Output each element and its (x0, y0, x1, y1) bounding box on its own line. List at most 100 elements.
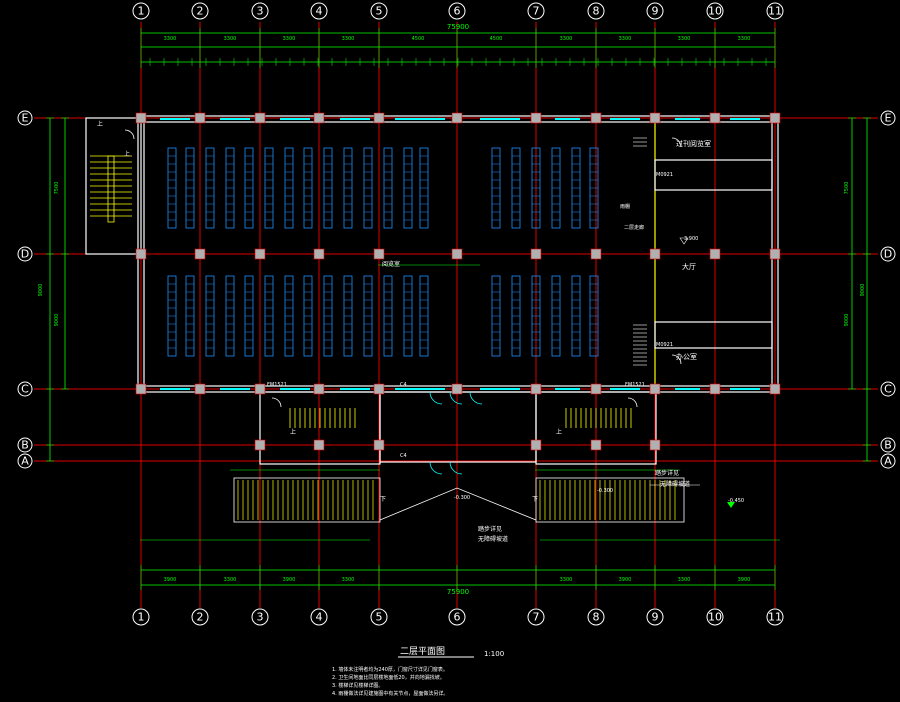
column-C3 (254, 383, 266, 395)
door-arc-3 (271, 397, 282, 408)
bay-dim-2: 3300 (224, 36, 237, 42)
door-swing-3 (429, 461, 443, 475)
grid-bubble-row-D-right (880, 246, 896, 262)
grid-bubble-col-9-bottom (646, 608, 664, 626)
grid-bubble-col-2-bottom (191, 608, 209, 626)
right-dim-mid: 9000 (844, 314, 850, 327)
bay-dim-b3: 3900 (283, 577, 296, 583)
column-E10 (709, 112, 721, 124)
porch-left-outline (233, 477, 381, 523)
grid-bubble-row-B-left (17, 437, 33, 453)
misc-details (124, 129, 735, 508)
grid-bubble-row-label: D (884, 248, 892, 261)
column-D6 (451, 248, 463, 260)
column-C5 (373, 383, 385, 395)
bay-dim-b4: 3300 (342, 577, 355, 583)
column-E7 (530, 112, 542, 124)
grid-bubble-row-A-right (880, 453, 896, 469)
column-B-0 (254, 439, 266, 451)
ramp-note-1: 踏步详见 (478, 525, 502, 533)
grid-bubble-col-8-bottom (587, 608, 605, 626)
office-label: 办公室 (676, 352, 697, 361)
grid-bubble-col-5-bottom (370, 608, 388, 626)
left-stair-enclosure (85, 117, 142, 255)
grid-bubble-col-label: 7 (533, 611, 540, 624)
door-m-bottom: M0921 (656, 342, 673, 348)
column-C9 (649, 383, 661, 395)
grid-bubble-col-label: 2 (197, 611, 204, 624)
bay-dim-7: 3300 (560, 36, 573, 42)
ramp-note-right-2: 无障碍坡道 (660, 480, 690, 488)
bay-dim-10: 3300 (738, 36, 751, 42)
door-arc-4 (627, 397, 638, 408)
bay-dim-b10: 3900 (738, 577, 751, 583)
column-E1 (135, 112, 147, 124)
ramp-note-right-1: 踏步详见 (655, 469, 679, 477)
porch-right-outline (535, 477, 685, 523)
column-D3 (254, 248, 266, 260)
column-E2 (194, 112, 206, 124)
door-swing-4 (449, 461, 463, 475)
window-c4-label: C4 (400, 382, 407, 388)
stairs (90, 137, 685, 523)
column-B-3 (530, 439, 542, 451)
bay-dim-4: 3300 (342, 36, 355, 42)
door-swing-0 (429, 391, 443, 405)
reading-room-label: 阅览室 (382, 260, 400, 268)
entry-ramp (379, 487, 537, 521)
grid-bubble-col-label: 6 (454, 611, 461, 624)
grid-bubble-col-1-bottom (132, 608, 150, 626)
column-E9 (649, 112, 661, 124)
grid-bubble-row-label: C (21, 383, 29, 396)
grid-bubble-row-C-right (880, 381, 896, 397)
stair-up-mid-left: 上 (290, 428, 296, 436)
grid-bubble-col-label: 2 (197, 5, 204, 18)
periodical-room-label: 过刊阅览室 (676, 139, 711, 148)
book-shelves (167, 147, 599, 357)
door-swing-2 (469, 391, 483, 405)
canopy-label: 雨棚 (620, 203, 630, 210)
elevation-step: -0.300 (597, 488, 613, 494)
grid-bubble-col-label: 1 (138, 611, 145, 624)
hall-label: 大厅 (682, 262, 696, 271)
column-B-5 (649, 439, 661, 451)
column-D2 (194, 248, 206, 260)
door-swing-1 (449, 391, 463, 405)
stair-up-left-2: 上 (97, 120, 103, 128)
grid-bubble-col-4-bottom (310, 608, 328, 626)
grid-bubble-col-label: 5 (376, 611, 383, 624)
stair-up-left: 上 (124, 150, 130, 158)
column-C4 (313, 383, 325, 395)
ramp-note-2: 无障碍坡道 (478, 535, 508, 543)
grid-bubble-col-label: 8 (593, 611, 600, 624)
left-dim-top: 7500 (54, 182, 60, 195)
elevation-ground: -0.450 (728, 498, 744, 504)
grid-bubble-col-label: 11 (768, 611, 782, 624)
grid-bubble-col-11-bottom (766, 608, 784, 626)
grid-bubble-row-label: A (884, 455, 892, 468)
column-D10 (709, 248, 721, 260)
elevation-mark: 3.900 (684, 236, 698, 242)
column-D11 (769, 248, 781, 260)
bay-dim-6: 4500 (490, 36, 503, 42)
grid-bubble-row-D-left (17, 246, 33, 262)
bay-dim-b7: 3300 (560, 577, 573, 583)
grid-bubble-row-label: C (884, 383, 892, 396)
column-C10 (709, 383, 721, 395)
column-C2 (194, 383, 206, 395)
door-fm-left: FM1521 (267, 382, 287, 388)
bay-dim-b8: 3900 (619, 577, 632, 583)
column-C1 (135, 383, 147, 395)
bay-dim-5: 4500 (412, 36, 425, 42)
grid-bubble-row-label: E (22, 112, 29, 125)
grid-bubble-col-8-top (587, 2, 605, 20)
column-D1 (135, 248, 147, 260)
bay-dim-b1: 3900 (164, 577, 177, 583)
grid-bubble-col-9-top (646, 2, 664, 20)
column-D9 (649, 248, 661, 260)
bay-dim-b9: 3300 (678, 577, 691, 583)
grid-bubble-col-label: 6 (454, 5, 461, 18)
